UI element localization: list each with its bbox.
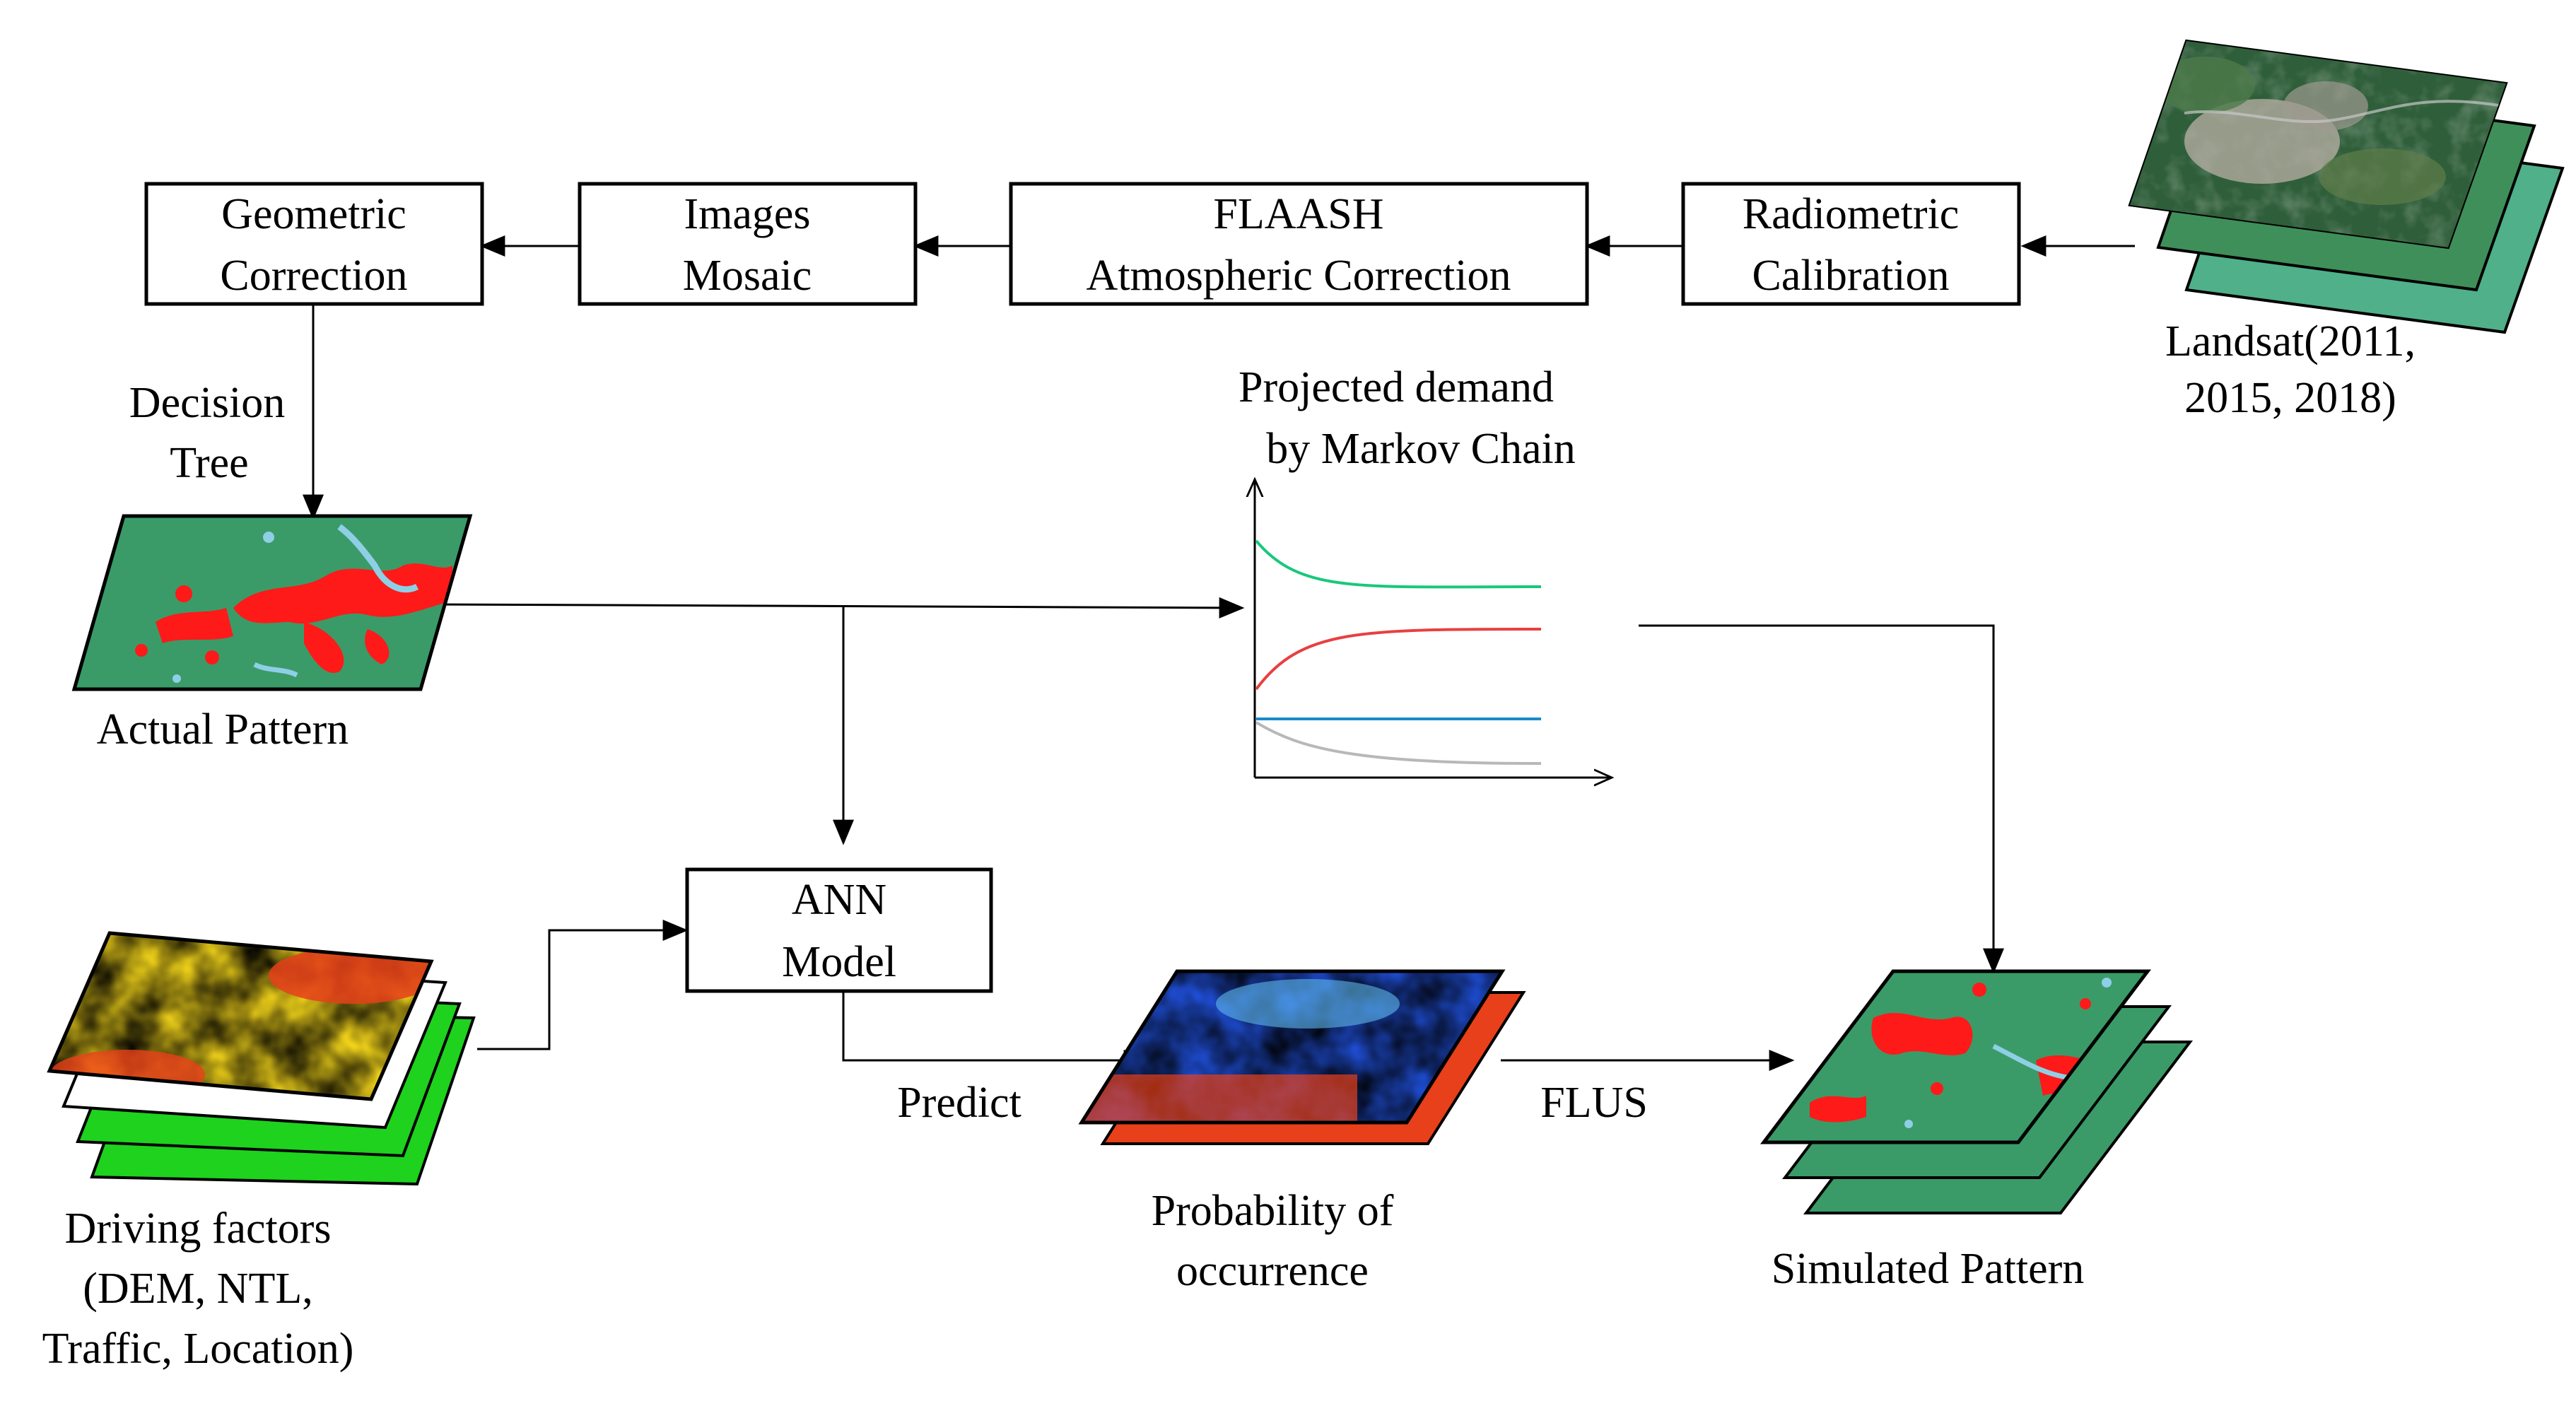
arrow-actual-to-markov: [438, 597, 1245, 619]
geometric-correction-box: Geometric Correction: [144, 182, 484, 306]
arrow-markov-to-simulated: [1639, 624, 2004, 974]
arrow-factors-to-ann: [477, 920, 689, 1050]
ann-line-1: ANN: [792, 876, 886, 924]
flaash-line-1: FLAASH: [1213, 190, 1383, 238]
flaash-box: FLAASH Atmospheric Correction: [1009, 182, 1589, 306]
markov-curve-red: [1255, 628, 1542, 691]
ann-model-box: ANN Model: [685, 867, 993, 993]
ann-line-2: Model: [782, 938, 896, 986]
markov-chain-chart: Projected demand by Markov Chain: [1239, 363, 1612, 778]
flus-label: FLUS: [1540, 1079, 1648, 1127]
driving-factors-line-1: Driving factors: [64, 1205, 331, 1253]
predict-label: Predict: [897, 1079, 1021, 1127]
markov-curve-green: [1255, 539, 1542, 589]
geometric-line-1: Geometric: [221, 190, 406, 238]
actual-pattern-label: Actual Pattern: [97, 705, 349, 754]
driving-factors-stack: Driving factors (DEM, NTL, Traffic, Loca…: [42, 931, 476, 1373]
landsat-label-line-2: 2015, 2018): [2184, 374, 2396, 422]
radiometric-line-1: Radiometric: [1743, 190, 1959, 238]
images-mosaic-box: Images Mosaic: [578, 182, 918, 306]
probability-line-2: occurrence: [1176, 1247, 1369, 1295]
decision-tree-line-2: Tree: [170, 439, 248, 487]
connectors: [303, 235, 2135, 1071]
driving-factors-line-2: (DEM, NTL,: [83, 1265, 312, 1313]
radiometric-calibration-box: Radiometric Calibration: [1681, 182, 2021, 306]
radiometric-line-2: Calibration: [1752, 252, 1950, 300]
markov-curve-gray: [1255, 721, 1542, 765]
driving-factors-line-3: Traffic, Location): [42, 1325, 354, 1373]
probability-line-1: Probability of: [1152, 1187, 1394, 1235]
landsat-label-line-1: Landsat(2011,: [2165, 317, 2416, 365]
arrow-ann-to-probability: [842, 991, 1149, 1071]
mosaic-line-2: Mosaic: [683, 252, 812, 300]
probability-map-stack: Probability of occurrence: [1078, 969, 1526, 1295]
mosaic-line-1: Images: [684, 190, 810, 238]
simulated-pattern-label: Simulated Pattern: [1772, 1245, 2085, 1293]
markov-label-line-1: Projected demand: [1239, 363, 1554, 411]
geometric-line-2: Correction: [220, 252, 407, 300]
markov-label-line-2: by Markov Chain: [1266, 425, 1575, 473]
landsat-image-stack: Landsat(2011, 2015, 2018): [2128, 39, 2565, 422]
flaash-line-2: Atmospheric Correction: [1087, 252, 1511, 300]
decision-tree-line-1: Decision: [129, 379, 285, 427]
simulated-pattern-stack: Simulated Pattern: [1760, 969, 2194, 1293]
actual-pattern-map: Actual Pattern: [71, 514, 473, 754]
